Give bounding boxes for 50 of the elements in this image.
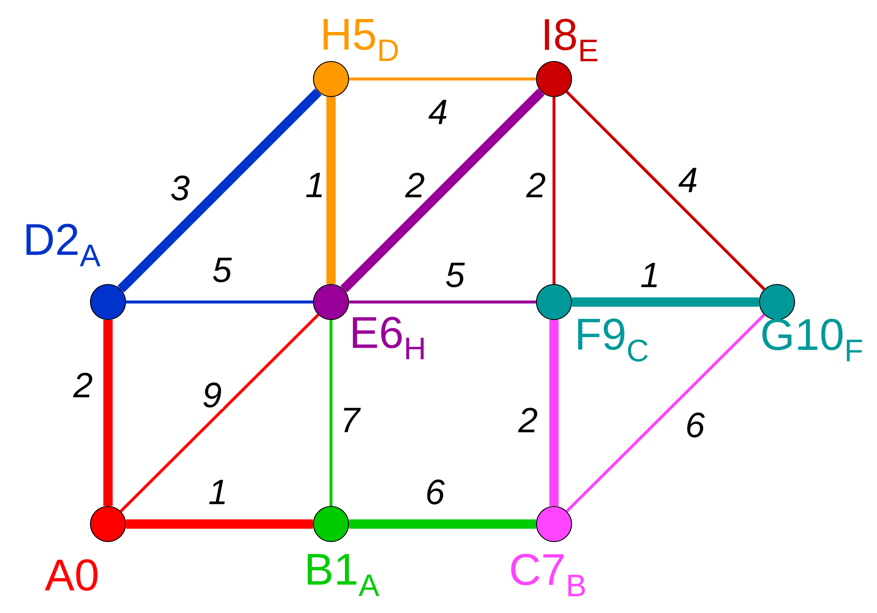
graph-edge xyxy=(566,314,766,512)
vertex-label: I8$_{E}$ xyxy=(544,18,598,62)
graph-edge xyxy=(103,320,113,506)
edge-weight: 2 xyxy=(404,172,426,198)
graph-edge xyxy=(349,300,536,304)
edge-weight: 2 xyxy=(72,372,94,398)
graph-edge xyxy=(349,519,536,529)
edge-weight: 4 xyxy=(427,98,449,126)
vertex-label: E6$_{H}$ xyxy=(352,316,424,360)
vertex-label: G10$_{F}$ xyxy=(762,318,862,362)
vertex-label: H5$_{D}$ xyxy=(324,18,398,62)
edge-weight: 1 xyxy=(304,172,326,198)
edge-weight: 2 xyxy=(525,172,547,198)
edge-weight: 9 xyxy=(201,381,223,409)
graph-vertex xyxy=(90,284,126,320)
graph-edge xyxy=(120,314,320,512)
edge-weight: 1 xyxy=(207,478,229,506)
vertex-label: D2$_{A}$ xyxy=(26,224,100,266)
graph-edge xyxy=(349,78,536,80)
edge-weight: 3 xyxy=(169,174,191,202)
graph-edge xyxy=(126,519,313,529)
graph-edge xyxy=(552,97,556,284)
graph-vertex xyxy=(536,60,572,98)
graph-vertex xyxy=(90,506,126,542)
graph-edge xyxy=(549,320,559,506)
graph-edge xyxy=(326,97,336,284)
edge-weight: 5 xyxy=(444,262,466,288)
graph-edge xyxy=(572,297,759,307)
edge-weight: 2 xyxy=(517,406,539,434)
graph-edge xyxy=(566,90,766,290)
graph-vertex xyxy=(312,60,350,98)
graph-vertex xyxy=(758,284,796,320)
edge-weight: 6 xyxy=(424,478,446,506)
edge-weight: 7 xyxy=(339,406,361,434)
vertex-label: A0 xyxy=(44,559,98,591)
edge-weight: 1 xyxy=(639,262,661,288)
graph-edge xyxy=(340,88,545,293)
graph-edge xyxy=(126,300,313,304)
graph-edge xyxy=(117,88,322,293)
edge-weight: 5 xyxy=(211,256,233,284)
graph-edge xyxy=(330,320,332,506)
vertex-label: F9$_{C}$ xyxy=(578,318,648,362)
graph-vertex xyxy=(536,284,572,320)
vertex-label: B1$_{A}$ xyxy=(308,554,380,596)
graph-vertex xyxy=(536,506,572,542)
graph-vertex xyxy=(312,506,350,542)
graph-vertex xyxy=(312,284,350,320)
edge-weight: 4 xyxy=(677,166,699,194)
edge-weight: 6 xyxy=(684,411,706,439)
vertex-label: C7$_{B}$ xyxy=(511,554,585,596)
